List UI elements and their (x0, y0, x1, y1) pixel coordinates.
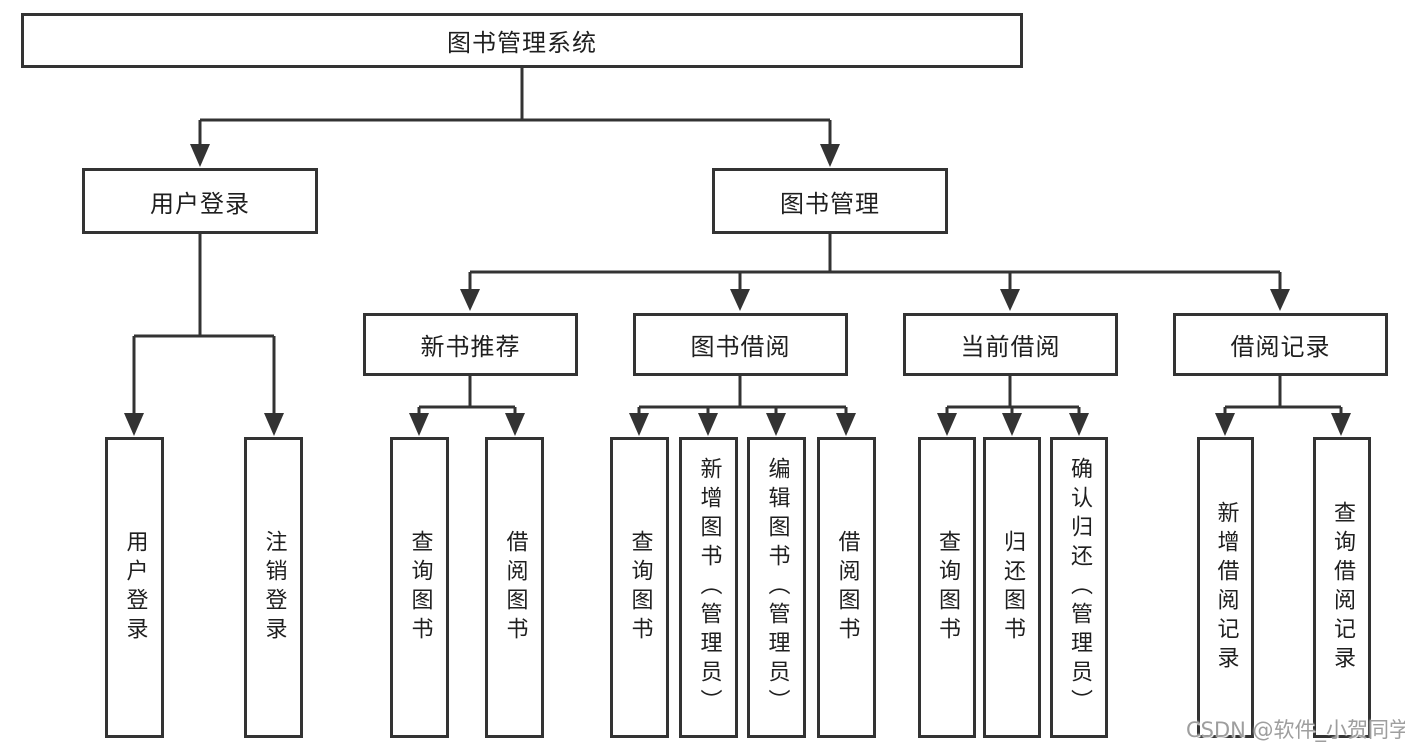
node-label: 图书管理 (780, 189, 880, 218)
node-label: 图书借阅 (690, 333, 791, 361)
connector-borrow-records-to-leaves (1215, 375, 1351, 436)
leaf-query-books-1: 查询图书 (390, 437, 449, 738)
leaf-borrow-books-1: 借阅图书 (485, 437, 544, 738)
connector-new-books-to-leaves (409, 375, 525, 436)
leaf-label: 借阅图书 (834, 529, 860, 646)
node-label: 图书管理系统 (447, 29, 597, 57)
node-label: 用户登录 (150, 189, 250, 218)
leaf-label: 确认归还（管理员） (1067, 457, 1092, 718)
leaf-user-login: 用户登录 (105, 437, 164, 738)
leaf-label: 归还图书 (1000, 529, 1025, 646)
leaf-label: 新增图书（管理员） (696, 457, 722, 718)
leaf-query-borrow-record: 查询借阅记录 (1313, 437, 1371, 738)
node-borrow-records: 借阅记录 (1173, 313, 1388, 376)
leaf-borrow-books-2: 借阅图书 (817, 437, 876, 738)
leaf-query-books-2: 查询图书 (610, 437, 669, 738)
leaf-label: 查询图书 (935, 529, 960, 646)
leaf-return-books: 归还图书 (983, 437, 1041, 738)
leaf-confirm-return-admin: 确认归还（管理员） (1050, 437, 1108, 738)
node-book-borrow: 图书借阅 (633, 313, 848, 376)
node-book-management: 图书管理 (712, 168, 948, 234)
node-label: 借阅记录 (1230, 333, 1331, 361)
connector-book-mgmt-to-level3 (460, 233, 1290, 311)
leaf-query-books-3: 查询图书 (918, 437, 976, 738)
node-current-borrow: 当前借阅 (903, 313, 1118, 376)
leaf-logout: 注销登录 (244, 437, 303, 738)
connector-book-borrow-to-leaves (629, 375, 856, 436)
leaf-label: 用户登录 (122, 529, 148, 646)
leaf-add-books-admin: 新增图书（管理员） (679, 437, 738, 738)
leaf-edit-books-admin: 编辑图书（管理员） (747, 437, 806, 738)
node-new-book-recommend: 新书推荐 (363, 313, 578, 376)
connector-current-borrow-to-leaves (937, 375, 1089, 436)
node-root-library-system: 图书管理系统 (21, 13, 1023, 68)
watermark: CSDN @软件_小贺同学 (1186, 718, 1405, 742)
leaf-label: 新增借阅记录 (1213, 500, 1239, 675)
leaf-label: 查询图书 (407, 529, 433, 646)
leaf-label: 注销登录 (261, 529, 287, 646)
node-user-login: 用户登录 (82, 168, 318, 234)
leaf-add-borrow-record: 新增借阅记录 (1197, 437, 1254, 738)
node-label: 当前借阅 (960, 333, 1061, 361)
connector-root-to-level2 (190, 68, 840, 167)
leaf-label: 借阅图书 (502, 529, 528, 646)
leaf-label: 编辑图书（管理员） (764, 457, 790, 718)
connector-user-login-to-leaves (124, 233, 284, 436)
leaf-label: 查询图书 (627, 529, 653, 646)
node-label: 新书推荐 (420, 333, 521, 361)
leaf-label: 查询借阅记录 (1330, 500, 1355, 675)
